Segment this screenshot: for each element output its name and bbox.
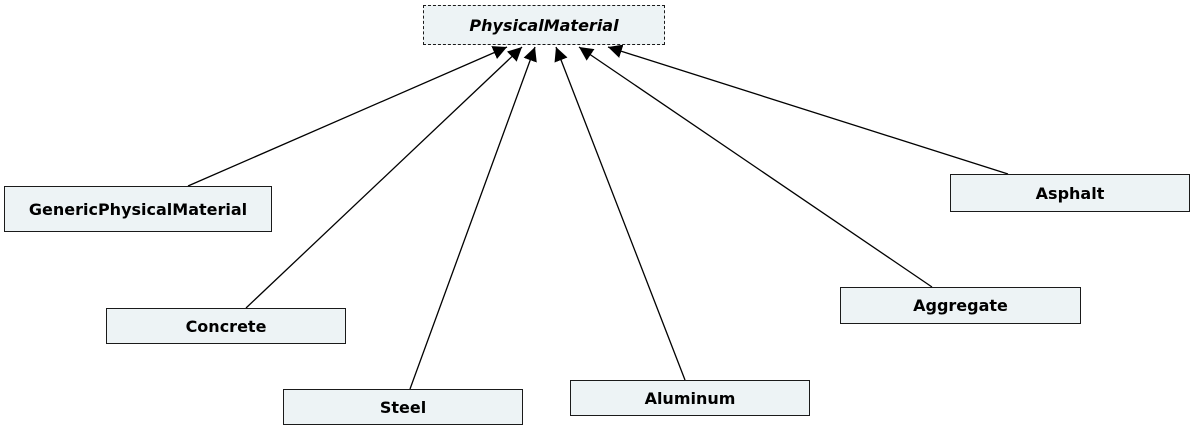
edge-aluminum-to-physical [554, 46, 686, 381]
edge-steel-to-physical [409, 46, 537, 390]
edge-asphalt-to-physical [607, 44, 1009, 175]
class-concrete[interactable]: Concrete [106, 308, 346, 344]
class-aggregate[interactable]: Aggregate [840, 287, 1081, 324]
class-aluminum[interactable]: Aluminum [570, 380, 810, 416]
class-steel[interactable]: Steel [283, 389, 523, 425]
edge-generic-to-physical [187, 46, 508, 187]
class-asphalt[interactable]: Asphalt [950, 174, 1190, 212]
class-generic-physical-material[interactable]: GenericPhysicalMaterial [4, 186, 272, 232]
edge-concrete-to-physical [245, 46, 523, 309]
class-physical-material[interactable]: PhysicalMaterial [423, 5, 665, 45]
edge-aggregate-to-physical [578, 46, 933, 288]
